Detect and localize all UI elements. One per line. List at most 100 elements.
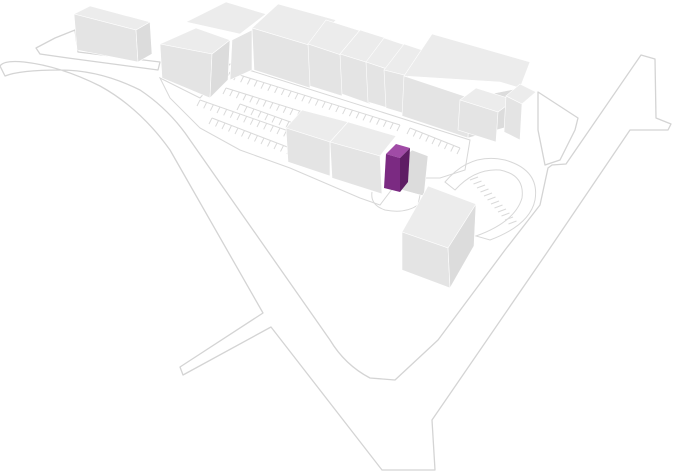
parking-stall [196,99,201,107]
parking-stall [269,125,274,132]
parking-areas [158,63,537,241]
parking-stall [369,116,374,123]
parking-stall [289,108,294,116]
building-north-row [251,3,429,115]
parking-stall [396,124,401,132]
parking-stall [236,113,241,121]
parking-stall [456,147,461,155]
parking-stall [254,135,258,142]
east-loop-lot [444,157,537,241]
parking-stall [301,95,306,102]
parking-stalls [196,71,461,155]
parking-stall [328,103,333,111]
parking-stall [508,220,517,225]
parking-stall [483,192,493,197]
parking-stall [501,212,510,217]
building-west-wing [159,1,267,99]
parking-stall [229,89,234,97]
parking-stall [321,101,326,108]
parking-stall [476,184,486,189]
parking-stall [494,204,503,209]
parking-stall [246,78,251,85]
parking-row [199,99,301,136]
building-central-block [285,109,429,197]
parking-stall [215,120,219,127]
parking-stall [243,116,248,123]
parking-stall [216,106,221,114]
loop-parking-stalls [469,176,517,225]
parking-stall [263,123,268,130]
parking-stall [249,118,254,125]
parking-stall [256,98,260,105]
parking-stall [247,132,252,140]
building-selected-unit[interactable] [384,144,410,192]
parking-stall [253,80,258,87]
parking-stall [267,84,272,91]
building-southeast-tower [401,185,477,290]
parking-stall [242,94,247,101]
parking-stall [256,120,261,128]
parking-stall [308,97,313,104]
parking-stall [280,88,285,96]
parking-stall [209,104,214,111]
parking-stall [294,92,299,100]
parking-row [229,71,401,126]
parking-stall [269,102,274,109]
parking-stall [280,145,284,152]
parking-stall [431,137,436,145]
parking-stall [348,109,353,117]
parking-stall [389,122,394,130]
parking-stall [241,130,245,137]
building-nw-block [73,5,153,63]
parking-stall [469,176,479,181]
parking-stall [450,145,455,152]
parking-stall [437,140,442,147]
parking-stall [271,116,276,123]
parking-stall [504,216,514,221]
parking-stall [223,109,228,116]
parking-stall [473,180,482,185]
parking-stall [236,103,241,111]
parking-stall [487,196,496,201]
parking-stall [285,121,290,128]
parking-stall [221,122,226,130]
parking-stall [376,118,381,125]
parking-stall [260,82,265,89]
parking-stall [235,91,240,99]
building-northeast-block [401,33,537,143]
parking-stall [355,112,360,119]
parking-stall [282,106,287,114]
parking-stall [444,142,448,150]
parking-stall [243,106,248,113]
east-service-road [537,91,579,166]
parking-stall [419,132,423,140]
parking-stall [208,117,213,125]
parking-stall [497,208,507,213]
parking-stall [229,111,234,118]
parking-stall [264,113,269,121]
parking-stall [234,127,239,135]
parking-stall [276,104,281,111]
parking-stall [490,200,500,205]
buildings [73,1,537,290]
parking-stall [250,108,255,116]
parking-stall [260,137,265,145]
parking-stall [240,76,245,83]
parking-stall [335,105,340,113]
parking-stall [249,96,254,103]
parking-stall [267,140,271,147]
parking-stall [257,111,262,118]
drop-off-loop [371,191,421,212]
parking-stall [287,90,292,98]
parking-stall [406,127,411,135]
parking-stall [276,127,281,135]
parking-stall [228,125,232,132]
parking-stall [342,107,347,115]
parking-stall [480,188,489,193]
main-boulevard [0,54,672,471]
parking-stall [262,100,267,107]
parking-stall [278,118,283,126]
parking-stall [273,142,278,150]
road-network [0,29,672,471]
